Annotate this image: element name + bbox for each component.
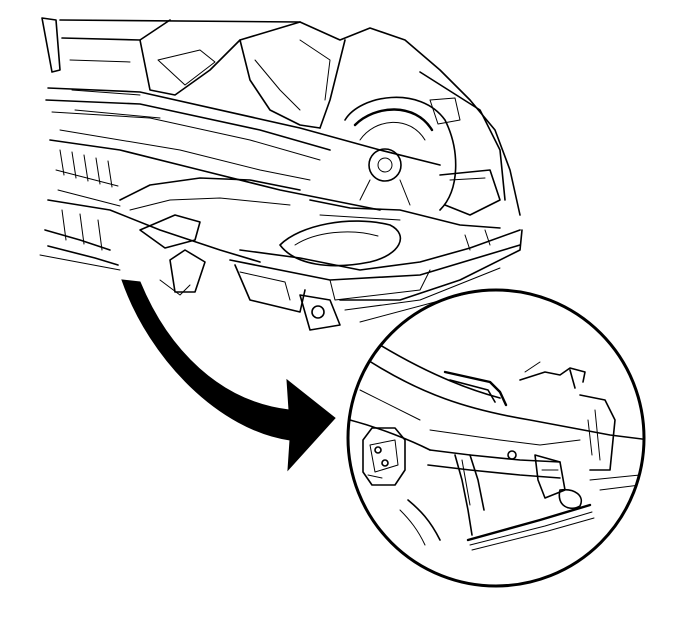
rear-tail-panel [159, 229, 523, 331]
rear-body-panel [41, 17, 521, 216]
floor-pan-rails [39, 87, 441, 271]
detail-view [346, 288, 646, 588]
detail-module [362, 427, 406, 486]
detail-contents [349, 344, 644, 551]
rear-wheel-well [344, 96, 501, 216]
rear-floor-pan [229, 199, 521, 301]
detail-circle-frame [346, 288, 646, 588]
vehicle-underbody-view [39, 17, 523, 331]
callout-arrow [121, 279, 336, 472]
